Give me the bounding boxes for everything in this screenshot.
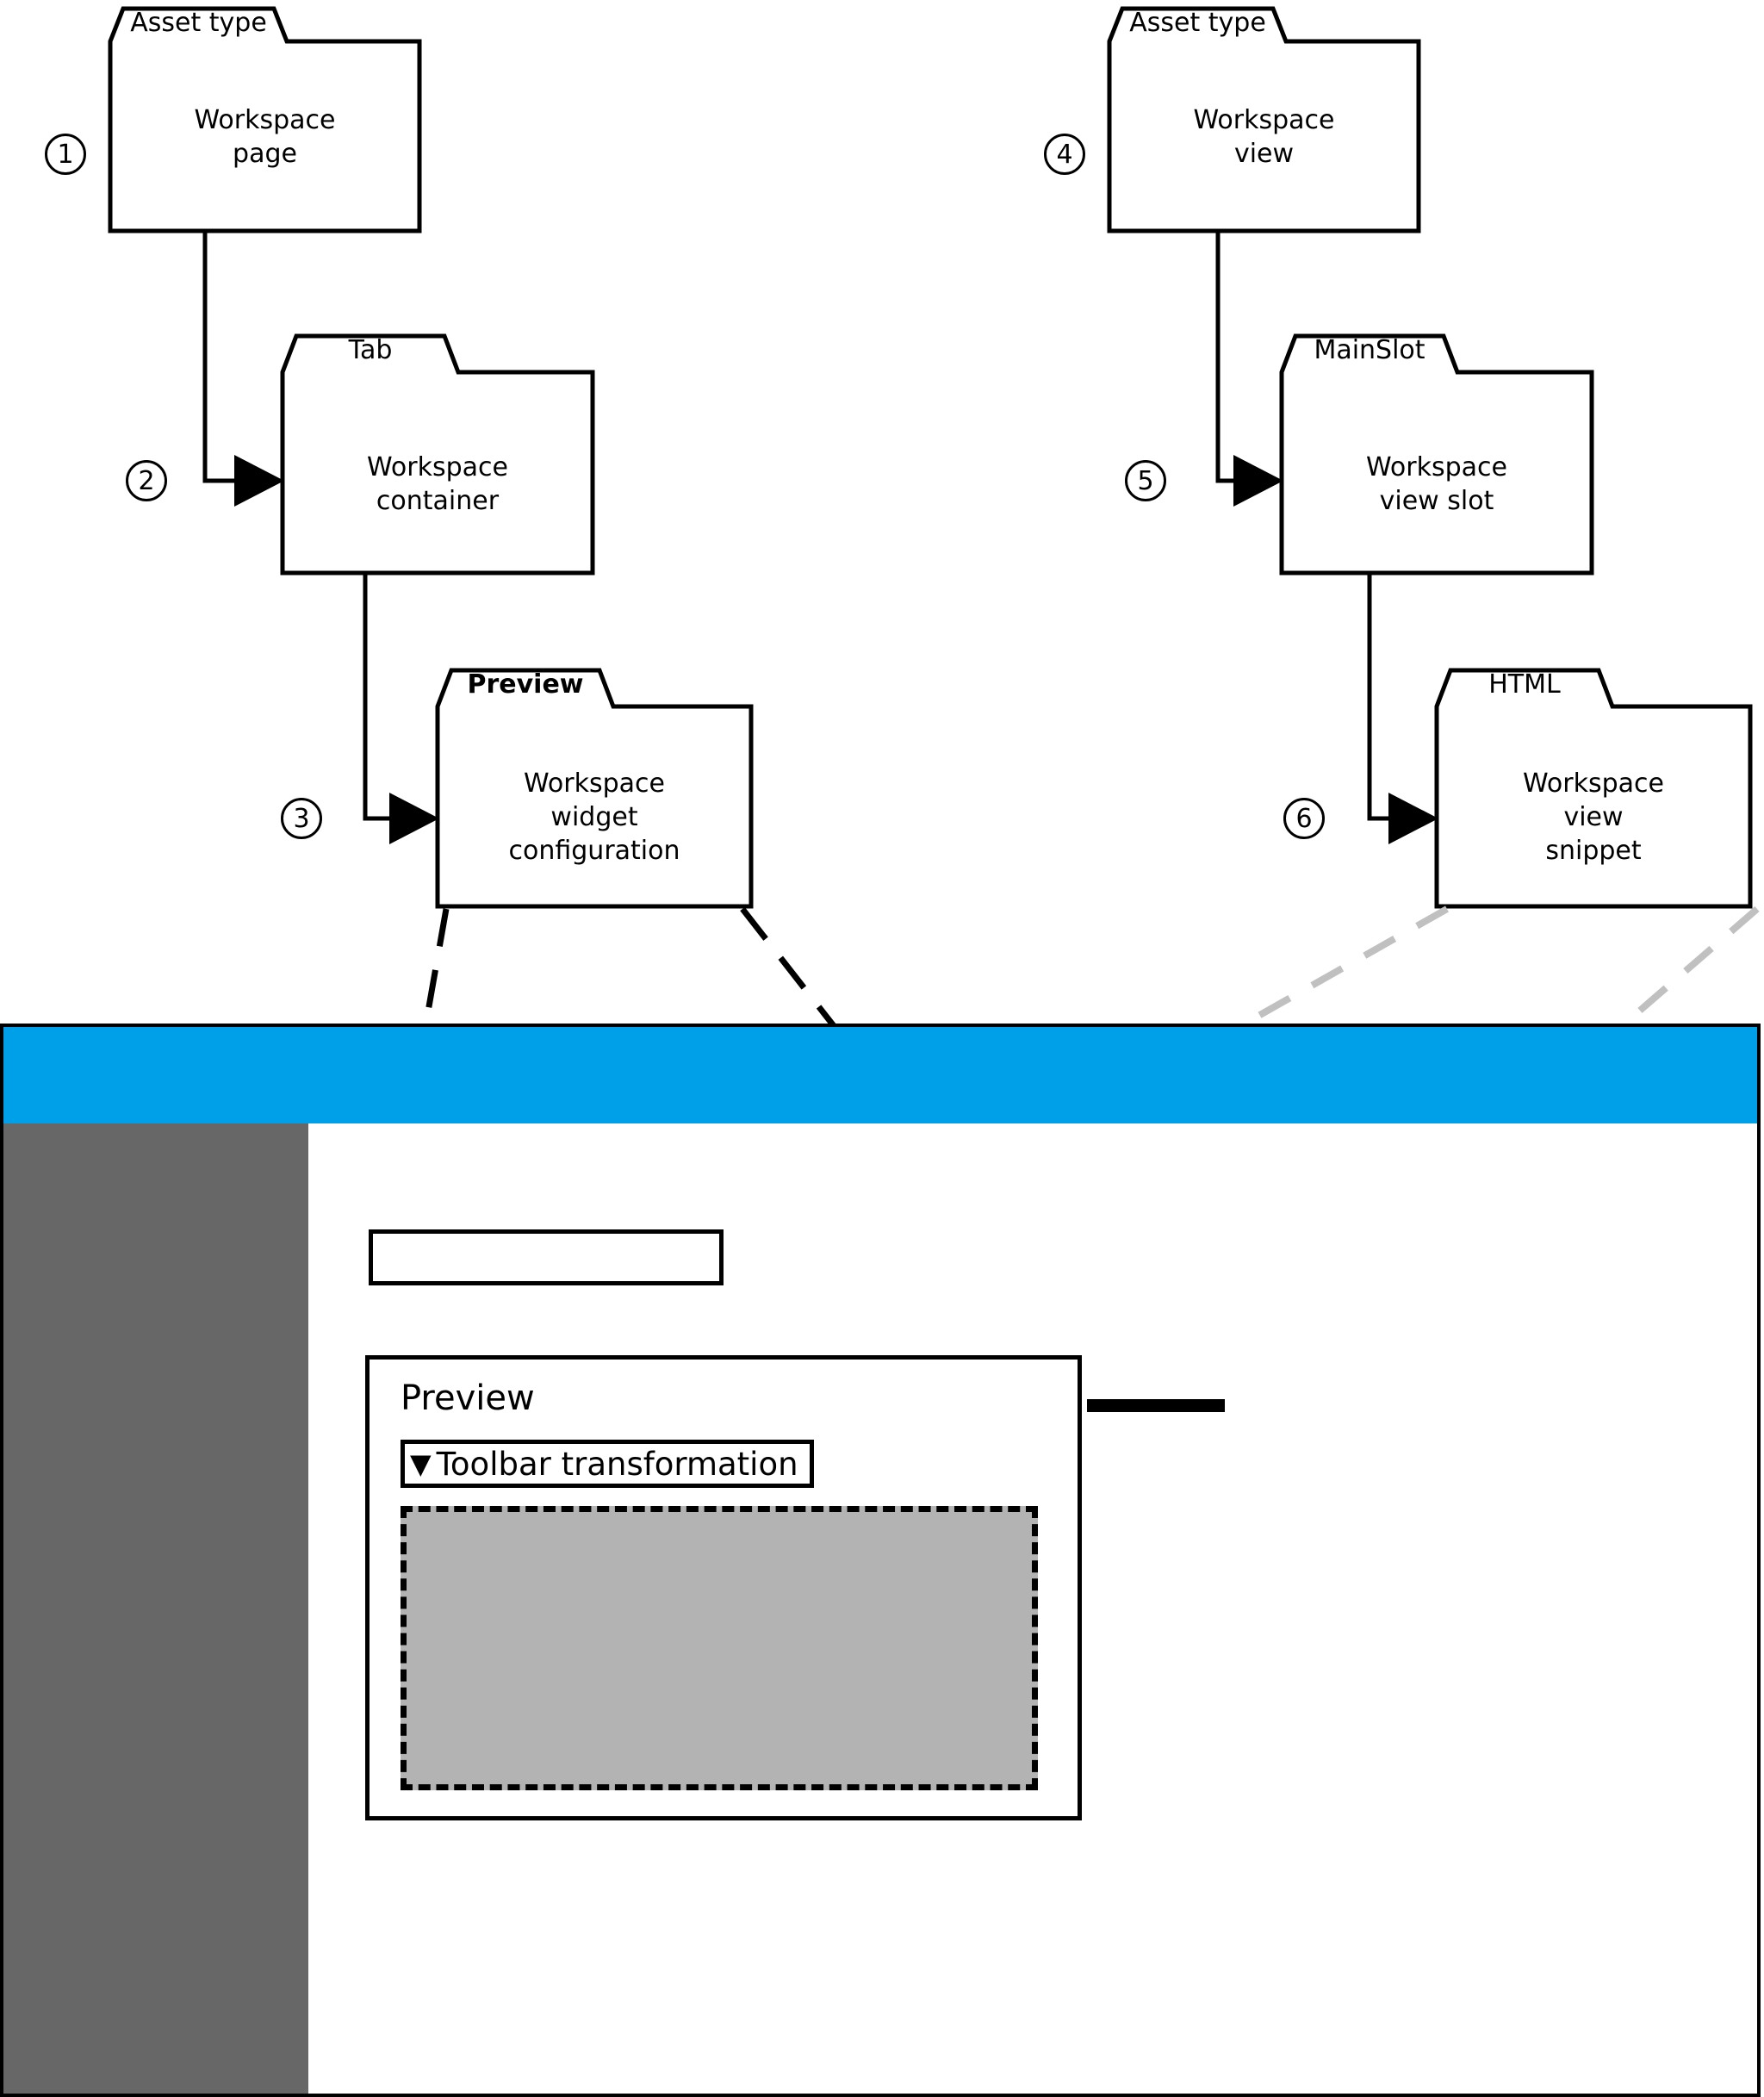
chevron-down-icon: ▼: [410, 1447, 432, 1480]
widget-preview-area[interactable]: [401, 1506, 1038, 1790]
folder-workspace-view-slot: [1279, 333, 1594, 576]
step-marker-1: 1: [45, 134, 86, 175]
connector-slot-to-snippet: [1367, 573, 1438, 844]
label-line: view slot: [1379, 486, 1494, 516]
label-line: Workspace: [1193, 105, 1335, 135]
folder-tab-label-workspace-container: Tab: [348, 335, 393, 365]
folder-workspace-view: [1107, 6, 1421, 233]
label-line: page: [233, 139, 297, 169]
label-line: Workspace: [194, 105, 336, 135]
label-line: container: [376, 486, 500, 516]
folder-workspace-view-snippet: [1434, 668, 1753, 909]
preview-panel-title: Preview: [401, 1378, 535, 1418]
folder-workspace-page: [108, 6, 422, 233]
folder-tab-label-workspace-view: Asset type: [1129, 8, 1266, 38]
label-line: Workspace: [1366, 452, 1507, 482]
folder-body-label-workspace-view: Workspace view: [1109, 103, 1419, 171]
folder-tab-label-workspace-view-snippet: HTML: [1488, 669, 1561, 700]
step-marker-5: 5: [1125, 460, 1166, 501]
folder-body-label-workspace-container: Workspace container: [283, 451, 593, 518]
folder-body-label-workspace-page: Workspace page: [110, 103, 419, 171]
folder-tab-label-workspace-page: Asset type: [130, 8, 267, 38]
label-line: configuration: [508, 836, 680, 866]
folder-workspace-container: [280, 333, 595, 576]
label-line: Workspace: [524, 768, 665, 799]
step-marker-4: 4: [1044, 134, 1085, 175]
label-line: view: [1563, 802, 1624, 832]
connector-view-to-slot: [1215, 231, 1283, 507]
label-line: view: [1233, 139, 1295, 169]
mock-search-input[interactable]: [369, 1229, 724, 1285]
folder-widget-configuration: [435, 668, 754, 909]
mock-top-navbar[interactable]: [3, 1027, 1757, 1123]
folder-body-label-workspace-view-snippet: Workspace view snippet: [1437, 767, 1750, 868]
folder-tab-label-widget-configuration: Preview: [467, 669, 584, 700]
toolbar-transformation-select[interactable]: ▼ Toolbar transformation: [401, 1440, 814, 1488]
step-marker-3: 3: [281, 798, 322, 839]
label-line: snippet: [1545, 836, 1642, 866]
label-line: widget: [550, 802, 638, 832]
toolbar-transformation-label: Toolbar transformation: [436, 1445, 798, 1483]
connector-page-to-container: [202, 231, 284, 507]
label-line: Workspace: [367, 452, 508, 482]
step-marker-2: 2: [126, 460, 167, 501]
step-marker-6: 6: [1283, 798, 1325, 839]
folder-body-label-widget-configuration: Workspace widget configuration: [438, 767, 751, 868]
mock-left-sidebar[interactable]: [3, 1123, 308, 2094]
callout-snippet-left: [400, 905, 1449, 1505]
connector-container-to-widget: [363, 573, 439, 844]
preview-panel: Preview ▼ Toolbar transformation: [365, 1355, 1082, 1820]
label-line: Workspace: [1523, 768, 1664, 799]
mock-tab-inactive-4[interactable]: [1087, 1399, 1225, 1412]
folder-body-label-workspace-view-slot: Workspace view slot: [1282, 451, 1592, 518]
folder-tab-label-workspace-view-slot: MainSlot: [1314, 335, 1425, 365]
